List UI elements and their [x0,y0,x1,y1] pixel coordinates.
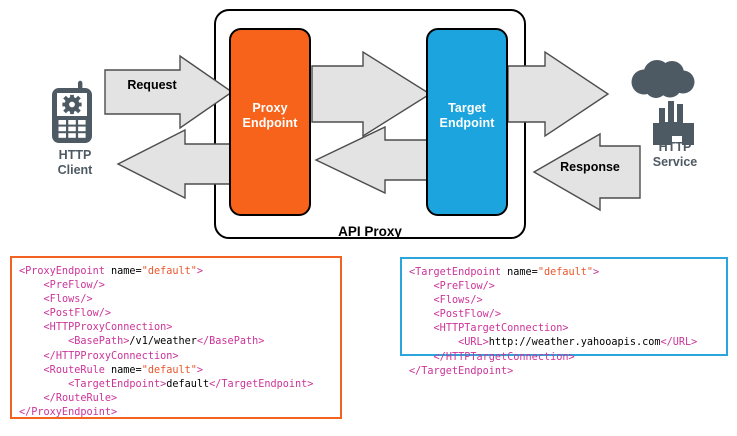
code-token-tag: <HTTPProxyConnection> [43,322,173,334]
code-line: <PreFlow/> [19,279,340,293]
code-line: </ProxyEndpoint> [19,406,340,420]
architecture-diagram [52,9,695,239]
code-token-tag: <RouteRule [43,364,112,376]
code-token-txt [19,351,44,362]
code-token-txt [19,294,44,305]
code-token-txt: /v1/weather [129,336,197,348]
code-token-txt [409,295,434,306]
code-token-tag: <URL> [458,337,489,349]
code-token-tag: <PostFlow/> [43,308,112,320]
code-line: <PostFlow/> [409,308,726,322]
proxy-to-client-arrow [116,128,233,200]
code-token-tag: > [196,266,204,277]
code-token-tag: <PreFlow/> [433,281,495,293]
code-token-txt [409,309,434,320]
code-token-tag: > [196,364,204,376]
code-line: </HTTPTargetConnection> [409,351,726,365]
code-line: <HTTPProxyConnection> [19,321,340,335]
code-token-tag: </BasePath> [196,336,265,348]
code-line: <HTTPTargetConnection> [409,322,726,336]
code-token-tag: <Flows/> [433,295,483,307]
code-token-txt [19,379,68,390]
response-arrow-label: Response [560,160,620,174]
code-line: </TargetEndpoint> [409,365,726,379]
code-token-tag: <ProxyEndpoint [19,266,112,277]
code-token-tag: <TargetEndpoint> [68,378,167,390]
code-token-txt [19,322,44,333]
code-token-tag: </URL> [660,337,698,349]
cloud-factory-icon [631,60,695,145]
code-token-tag: <Flows/> [43,294,93,306]
mobile-phone-gear-icon [52,80,92,143]
code-line: </HTTPProxyConnection> [19,350,340,364]
request-arrow [104,54,234,130]
code-token-tag: <HTTPTargetConnection> [433,323,569,335]
target-to-service-arrow [507,50,610,138]
code-line: <Flows/> [19,293,340,307]
code-token-txt [19,365,44,376]
code-token-attr: name= [111,266,142,277]
target-endpoint-box [426,28,508,216]
code-token-tag: <PostFlow/> [433,309,502,321]
service-to-target-arrow [532,132,641,212]
code-line: <PreFlow/> [409,280,726,294]
code-token-tag: </RouteRule> [43,392,118,404]
code-token-txt [409,352,434,363]
code-line: <URL>http://weather.yahooapis.com</URL> [409,336,726,350]
code-token-txt [19,280,44,291]
code-token-tag: </HTTPTargetConnection> [433,351,575,363]
code-line: <TargetEndpoint>default</TargetEndpoint> [19,378,340,392]
code-line: <ProxyEndpoint name="default"> [19,265,340,279]
proxy-to-target-arrow [311,50,432,138]
code-token-tag: <BasePath> [68,336,130,348]
code-token-attr: name= [111,364,142,376]
code-token-tag: <TargetEndpoint [409,267,508,278]
code-token-val: "default" [537,267,594,278]
code-token-txt [409,281,434,292]
code-token-tag: </TargetEndpoint> [409,365,514,377]
code-line: <RouteRule name="default"> [19,364,340,378]
code-token-tag: </ProxyEndpoint> [19,406,118,418]
api-proxy-container-label: API Proxy [338,224,402,239]
target-to-proxy-arrow [314,125,431,195]
code-token-txt [409,323,434,334]
code-token-tag: <PreFlow/> [43,280,105,292]
code-line: </RouteRule> [19,392,340,406]
code-line: <PostFlow/> [19,307,340,321]
code-token-tag: </TargetEndpoint> [209,378,314,390]
code-token-attr: name= [507,267,538,278]
code-token-txt [19,393,44,404]
code-token-tag: > [593,267,600,278]
proxy-endpoint-box [229,28,311,216]
code-line: <Flows/> [409,294,726,308]
proxy-endpoint-config-block: <ProxyEndpoint name="default"> <PreFlow/… [10,256,342,419]
code-token-txt [409,337,458,348]
target-endpoint-config-block: <TargetEndpoint name="default"> <PreFlow… [400,257,728,377]
code-token-txt: http://weather.yahooapis.com [488,337,661,349]
code-token-txt: default [166,378,210,390]
code-token-txt [19,308,44,319]
code-token-val: "default" [141,364,197,376]
code-line: <BasePath>/v1/weather</BasePath> [19,335,340,349]
code-token-val: "default" [141,266,197,277]
request-arrow-label: Request [127,78,177,92]
code-token-txt [19,336,68,347]
code-token-tag: </HTTPProxyConnection> [43,350,179,362]
code-line: <TargetEndpoint name="default"> [409,266,726,280]
